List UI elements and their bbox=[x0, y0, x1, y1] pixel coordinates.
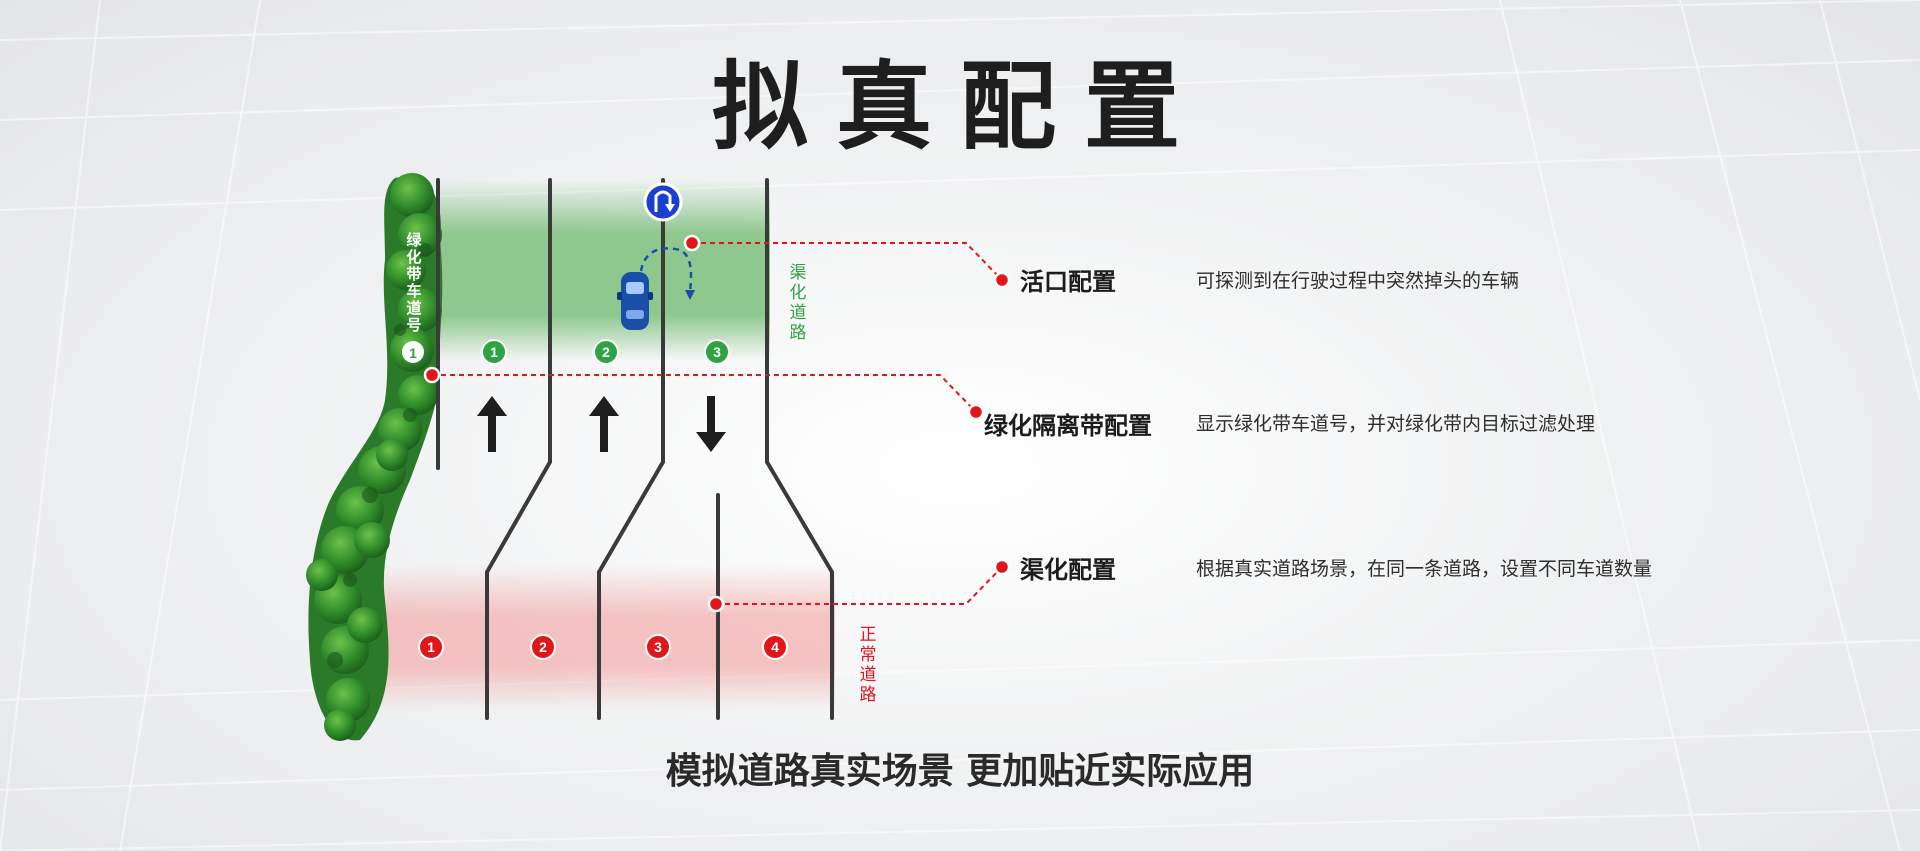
svg-text:1: 1 bbox=[427, 639, 435, 655]
normal-road-label: 正常道路 bbox=[860, 625, 877, 704]
arrow-up-icon bbox=[589, 396, 619, 452]
page-subtitle: 模拟道路真实场景 更加贴近实际应用 bbox=[665, 751, 1255, 792]
u-turn-path bbox=[638, 247, 693, 293]
callout-dots bbox=[423, 234, 1011, 613]
channelized-label: 渠化道路 bbox=[790, 263, 807, 342]
svg-text:3: 3 bbox=[713, 344, 721, 360]
svg-text:1: 1 bbox=[409, 345, 417, 361]
svg-text:2: 2 bbox=[539, 639, 547, 655]
callout-lines bbox=[432, 242, 1003, 605]
normal-road-zone bbox=[380, 565, 835, 710]
feature-uturn-name: 活口配置 bbox=[1020, 268, 1116, 296]
top-lane-badge: 3 bbox=[704, 339, 730, 365]
u-turn-icon bbox=[643, 182, 683, 232]
green-belt-foliage bbox=[306, 173, 443, 741]
svg-text:2: 2 bbox=[602, 344, 610, 360]
page-title: 拟真配置 bbox=[712, 51, 1208, 163]
arrow-up-icon bbox=[477, 396, 507, 452]
feature-uturn-desc: 可探测到在行驶过程中突然掉头的车辆 bbox=[1196, 270, 1520, 292]
bottom-lane-badge: 1 bbox=[418, 634, 444, 660]
channelized-zone bbox=[440, 180, 770, 360]
feature-channel-desc: 根据真实道路场景，在同一条道路，设置不同车道数量 bbox=[1196, 558, 1653, 580]
green-belt-lane-badge: 1 bbox=[402, 341, 424, 363]
svg-text:3: 3 bbox=[654, 639, 662, 655]
feature-channel-name: 渠化配置 bbox=[1020, 556, 1116, 584]
lane-lines bbox=[436, 178, 834, 720]
car-icon bbox=[617, 272, 653, 330]
bottom-lane-badge: 4 bbox=[762, 634, 788, 660]
feature-greenbelt-name: 绿化隔离带配置 bbox=[984, 412, 1152, 440]
top-lane-badge: 2 bbox=[593, 339, 619, 365]
bottom-lane-badge: 2 bbox=[530, 634, 556, 660]
green-belt-label: 绿化带车道号 bbox=[406, 231, 422, 334]
bottom-lane-badge: 3 bbox=[645, 634, 671, 660]
svg-text:1: 1 bbox=[490, 344, 498, 360]
arrow-down-icon bbox=[696, 396, 726, 452]
svg-text:4: 4 bbox=[771, 639, 779, 655]
top-lane-badge: 1 bbox=[481, 339, 507, 365]
feature-greenbelt-desc: 显示绿化带车道号，并对绿化带内目标过滤处理 bbox=[1196, 413, 1596, 435]
